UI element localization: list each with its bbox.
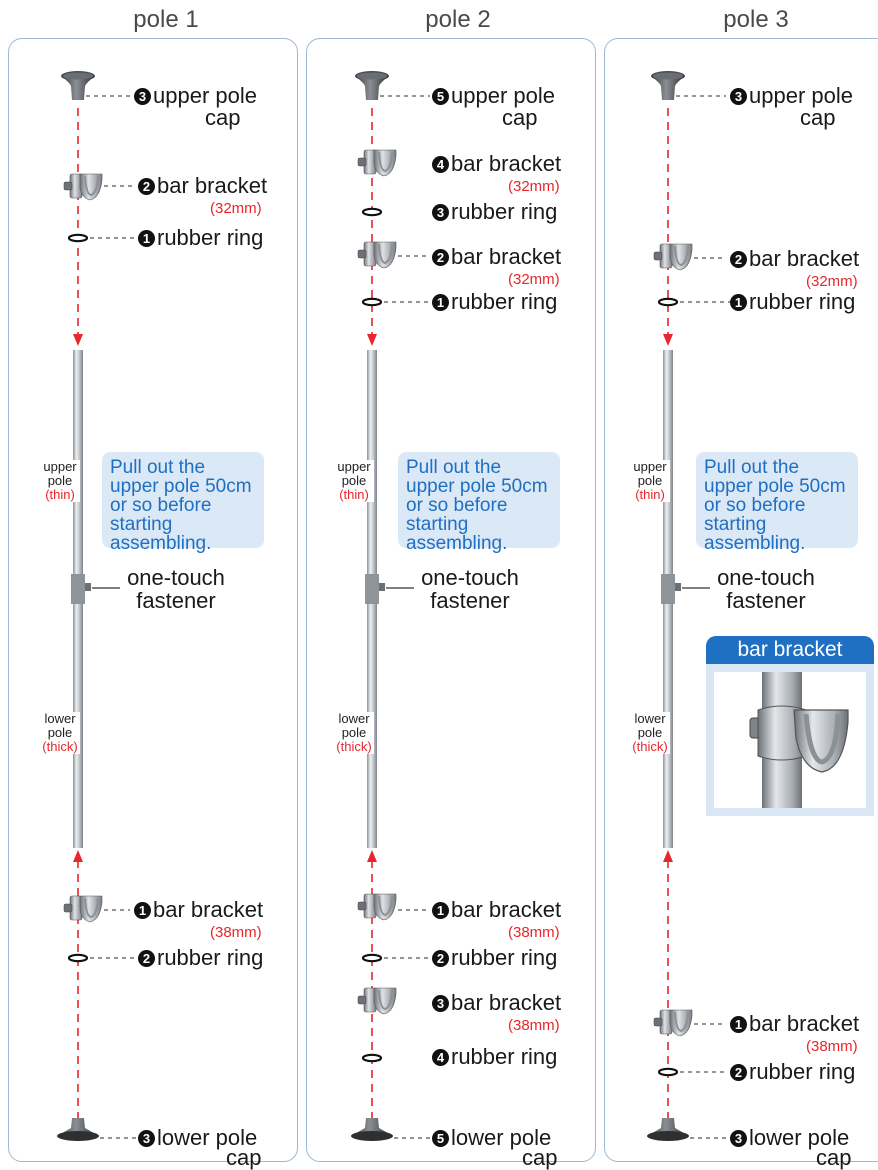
pole-1-title: pole 1: [133, 6, 199, 33]
number-1-icon: 1: [730, 294, 747, 311]
number-3-icon: 3: [432, 204, 449, 221]
number-2-icon: 2: [432, 249, 449, 266]
p3-lower-bracket-size: (38mm): [806, 1038, 858, 1055]
number-5-icon: 5: [432, 1130, 449, 1147]
number-3-icon: 3: [138, 1130, 155, 1147]
number-2-icon: 2: [138, 178, 155, 195]
p1-bracket-size: (32mm): [210, 200, 262, 217]
p2-lower-bracket-3-size: (38mm): [508, 1017, 560, 1034]
p3-bracket-size: (32mm): [806, 273, 858, 290]
p3-note-box: Pull out the upper pole 50cm or so befor…: [696, 452, 858, 553]
p1-lower-bracket-size: (38mm): [210, 924, 262, 941]
number-3-icon: 3: [730, 1130, 747, 1147]
number-2-icon: 2: [138, 950, 155, 967]
number-4-icon: 4: [432, 156, 449, 173]
p3-lower-cap-label-2: cap: [816, 1145, 852, 1170]
inset-bar-bracket-detail: [706, 664, 874, 816]
number-3-icon: 3: [730, 88, 747, 105]
inset-title: bar bracket: [706, 636, 874, 664]
p2-bracket-2-size: (32mm): [508, 271, 560, 288]
number-3-icon: 3: [134, 88, 151, 105]
p2-note-box: Pull out the upper pole 50cm or so befor…: [398, 452, 560, 553]
number-1-icon: 1: [134, 902, 151, 919]
number-1-icon: 1: [432, 294, 449, 311]
pole-1-graphics: [57, 71, 136, 1141]
number-2-icon: 2: [730, 251, 747, 268]
number-1-icon: 1: [432, 902, 449, 919]
p2-bracket-4-size: (32mm): [508, 178, 560, 195]
pole-3-graphics: [647, 71, 730, 1141]
p2-upper-cap-label-2: cap: [502, 105, 538, 130]
number-3-icon: 3: [432, 995, 449, 1012]
pole-2-graphics: [351, 71, 432, 1141]
p2-lower-cap-label-2: cap: [522, 1145, 558, 1170]
p1-upper-cap-label-2: cap: [205, 105, 241, 130]
number-5-icon: 5: [432, 88, 449, 105]
p2-lower-bracket-1-size: (38mm): [508, 924, 560, 941]
pole-3-panel: [604, 38, 878, 1162]
number-2-icon: 2: [730, 1064, 747, 1081]
number-1-icon: 1: [730, 1016, 747, 1033]
bar-bracket-closeup-icon: [749, 672, 849, 808]
number-4-icon: 4: [432, 1049, 449, 1066]
pole-3-title: pole 3: [723, 6, 789, 33]
number-2-icon: 2: [432, 950, 449, 967]
pole-1-panel: [8, 38, 298, 1162]
pole-2-title: pole 2: [425, 6, 491, 33]
p1-lower-cap-label-2: cap: [226, 1145, 262, 1170]
pole-2-panel: [306, 38, 596, 1162]
p1-note-box: Pull out the upper pole 50cm or so befor…: [102, 452, 264, 553]
number-1-icon: 1: [138, 230, 155, 247]
p3-upper-cap-label-2: cap: [800, 105, 836, 130]
